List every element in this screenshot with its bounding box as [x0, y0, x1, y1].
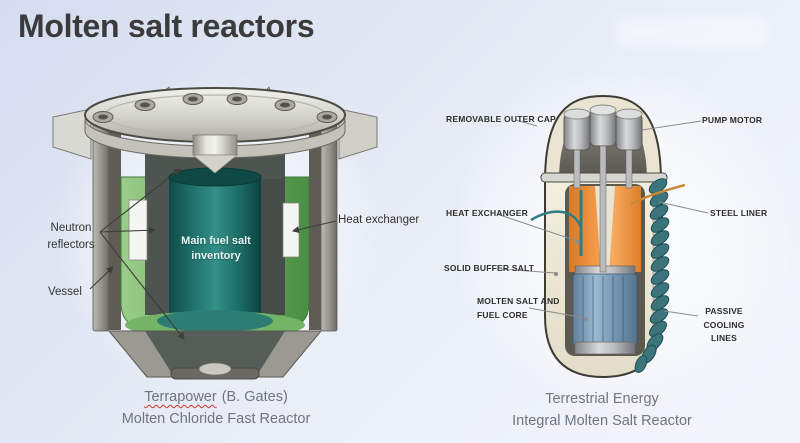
right-caption-line2: Integral Molten Salt Reactor [512, 412, 692, 429]
right-reactor-illustration [530, 94, 685, 379]
label-removable-outer-cap: REMOVABLE OUTER CAP [446, 114, 556, 124]
flange-bolts [92, 93, 338, 123]
label-main-fuel-salt-inventory: Main fuel salt inventory [181, 235, 251, 263]
pump-motors [563, 104, 643, 151]
label-heat-exchanger-left: Heat exchanger [338, 214, 420, 226]
label-heat-exchanger-right: HEAT EXCHANGER [446, 208, 528, 218]
left-reactor-caption: Terrapower(B. Gates) Molten Chloride Fas… [90, 387, 342, 431]
watermark-smudge [616, 18, 766, 46]
label-pump-motor: PUMP MOTOR [702, 115, 763, 125]
label-molten-salt-fuel-core: MOLTEN SALT AND FUEL CORE [477, 296, 560, 320]
label-steel-liner: STEEL LINER [710, 208, 768, 218]
bottom-assembly [107, 310, 323, 380]
left-caption-line2: Molten Chloride Fast Reactor [121, 410, 311, 427]
center-hub-cone [191, 134, 239, 174]
pump-shafts [573, 145, 633, 273]
left-caption-company: Terrapower [144, 389, 217, 405]
left-caption-founder: (B. Gates) [221, 389, 288, 405]
label-passive-cooling-lines: PASSIVE COOLING LINES [703, 306, 745, 344]
page-title: Molten salt reactors [18, 8, 315, 44]
right-reactor-caption: Terrestrial Energy Integral Molten Salt … [476, 389, 728, 433]
fuel-core [572, 265, 638, 355]
label-solid-buffer-salt: SOLID BUFFER SALT [444, 263, 535, 273]
support-fins [52, 108, 378, 160]
label-neutron-reflectors: Neutron reflectors [47, 222, 95, 252]
left-caption-line1: Terrapower(B. Gates) [90, 387, 342, 409]
right-caption-line1: Terrestrial Energy [545, 391, 659, 407]
top-flange [84, 86, 346, 174]
label-vessel: Vessel [48, 286, 82, 298]
